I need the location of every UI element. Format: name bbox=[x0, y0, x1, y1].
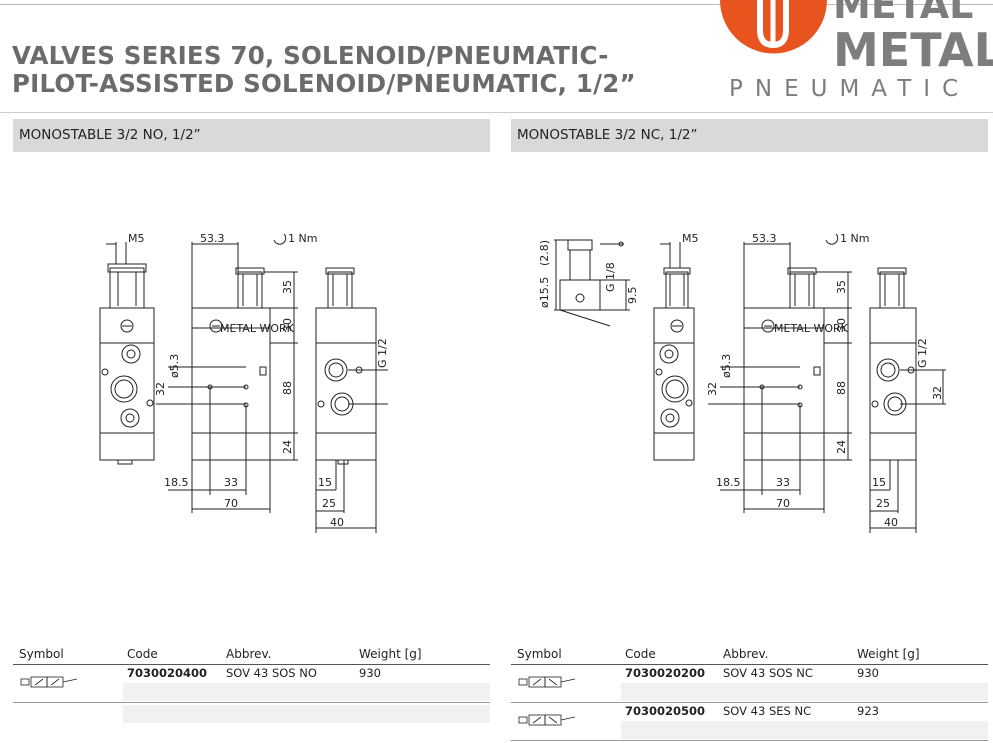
dim-35: 35 bbox=[281, 280, 294, 294]
dim-70-nc: 70 bbox=[776, 497, 790, 510]
dim-m5-nc: M5 bbox=[682, 232, 699, 245]
row-code: 7030020200 bbox=[625, 666, 706, 680]
dim-30-nc: 30 bbox=[835, 318, 848, 332]
row-weight: 930 bbox=[359, 666, 381, 680]
row-abbrev: SOV 43 SES NC bbox=[723, 704, 812, 718]
table-nc: Symbol Code Abbrev. Weight [g] 703002020… bbox=[511, 646, 988, 741]
row-weight: 930 bbox=[857, 666, 879, 680]
dim-port-nc: G 1/2 bbox=[916, 338, 929, 368]
dim-24: 24 bbox=[281, 440, 294, 454]
dim-25-nc: 25 bbox=[876, 497, 890, 510]
table-no: Symbol Code Abbrev. Weight [g] 703002040… bbox=[13, 646, 490, 725]
dim-phi: ø5.3 bbox=[168, 354, 181, 378]
dim-torque: 1 Nm bbox=[288, 232, 317, 245]
valve-brand-label-nc: METAL WORK bbox=[774, 322, 849, 335]
dim-32b-nc: 32 bbox=[931, 386, 944, 400]
table-row: 7030020500 SOV 43 SES NC 923 bbox=[511, 703, 988, 741]
col-symbol: Symbol bbox=[517, 647, 562, 661]
pilot-dim-2-8: (2.8) bbox=[538, 240, 551, 266]
dim-33-nc: 33 bbox=[776, 476, 790, 489]
col-weight: Weight [g] bbox=[359, 647, 422, 661]
pilot-dim-g18: G 1/8 bbox=[604, 262, 617, 292]
header-separator bbox=[0, 112, 993, 113]
table-row-empty bbox=[13, 703, 490, 725]
dim-33: 33 bbox=[224, 476, 238, 489]
page-title-line2: PILOT-ASSISTED SOLENOID/PNEUMATIC, 1/2” bbox=[12, 69, 636, 98]
dim-25: 25 bbox=[322, 497, 336, 510]
page-title-line1: VALVES SERIES 70, SOLENOID/PNEUMATIC- bbox=[12, 41, 609, 70]
col-abbrev: Abbrev. bbox=[723, 647, 769, 661]
table-header: Symbol Code Abbrev. Weight [g] bbox=[511, 646, 988, 664]
table-header: Symbol Code Abbrev. Weight [g] bbox=[13, 646, 490, 664]
dim-88-nc: 88 bbox=[835, 381, 848, 395]
row-weight: 923 bbox=[857, 704, 879, 718]
dim-40-nc: 40 bbox=[884, 516, 898, 529]
dim-18-5-nc: 18.5 bbox=[716, 476, 741, 489]
dimension-drawing-no: M5 53.3 1 Nm METAL WORK 35 30 88 24 32 ø… bbox=[99, 232, 388, 533]
pilot-dim-phi: ø15.5 bbox=[538, 277, 551, 308]
dimension-drawing-nc: (2.8) ø15.5 G 1/8 9.5 M5 53.3 1 Nm METAL… bbox=[538, 232, 946, 533]
dim-53-3: 53.3 bbox=[200, 232, 225, 245]
col-abbrev: Abbrev. bbox=[226, 647, 272, 661]
col-weight: Weight [g] bbox=[857, 647, 920, 661]
row-code: 7030020500 bbox=[625, 704, 706, 718]
dim-18-5: 18.5 bbox=[164, 476, 189, 489]
col-code: Code bbox=[625, 647, 656, 661]
section-header-no: MONOSTABLE 3/2 NO, 1/2” bbox=[13, 119, 490, 152]
valve-brand-label: METAL WORK bbox=[220, 322, 295, 335]
logo-text: METAL WORK bbox=[833, 23, 993, 77]
dim-m5: M5 bbox=[128, 232, 145, 245]
dim-port: G 1/2 bbox=[376, 338, 388, 368]
dim-torque-nc: 1 Nm bbox=[840, 232, 869, 245]
dim-53-3-nc: 53.3 bbox=[752, 232, 777, 245]
row-abbrev: SOV 43 SOS NO bbox=[226, 666, 317, 680]
dim-32: 32 bbox=[154, 382, 167, 396]
dim-24-nc: 24 bbox=[835, 440, 848, 454]
dim-40: 40 bbox=[330, 516, 344, 529]
dim-70: 70 bbox=[224, 497, 238, 510]
top-rule bbox=[0, 4, 993, 5]
dim-88: 88 bbox=[281, 381, 294, 395]
valve-symbol-icon bbox=[20, 676, 78, 688]
col-code: Code bbox=[127, 647, 158, 661]
section-title-no: MONOSTABLE 3/2 NO, 1/2” bbox=[19, 127, 201, 143]
metal-work-logo: METAL METAL WORK PNEUMATIC bbox=[720, 0, 993, 100]
dim-15-nc: 15 bbox=[872, 476, 886, 489]
dim-phi-nc: ø5.3 bbox=[720, 354, 733, 378]
page-title: VALVES SERIES 70, SOLENOID/PNEUMATIC- PI… bbox=[12, 42, 636, 98]
dim-15: 15 bbox=[318, 476, 332, 489]
col-symbol: Symbol bbox=[19, 647, 64, 661]
pilot-dim-9-5: 9.5 bbox=[626, 287, 639, 305]
table-row: 7030020400 SOV 43 SOS NO 930 bbox=[13, 665, 490, 703]
logo-sub: PNEUMATIC bbox=[729, 76, 970, 100]
row-abbrev: SOV 43 SOS NC bbox=[723, 666, 813, 680]
section-title-nc: MONOSTABLE 3/2 NC, 1/2” bbox=[517, 127, 698, 143]
table-row: 7030020200 SOV 43 SOS NC 930 bbox=[511, 665, 988, 703]
dim-35-nc: 35 bbox=[835, 280, 848, 294]
valve-symbol-icon bbox=[518, 676, 576, 688]
valve-symbol-icon bbox=[518, 714, 576, 726]
dim-30: 30 bbox=[281, 318, 294, 332]
svg-text:METAL: METAL bbox=[833, 0, 973, 27]
dim-32-nc: 32 bbox=[706, 382, 719, 396]
row-code: 7030020400 bbox=[127, 666, 208, 680]
section-header-nc: MONOSTABLE 3/2 NC, 1/2” bbox=[511, 119, 988, 152]
